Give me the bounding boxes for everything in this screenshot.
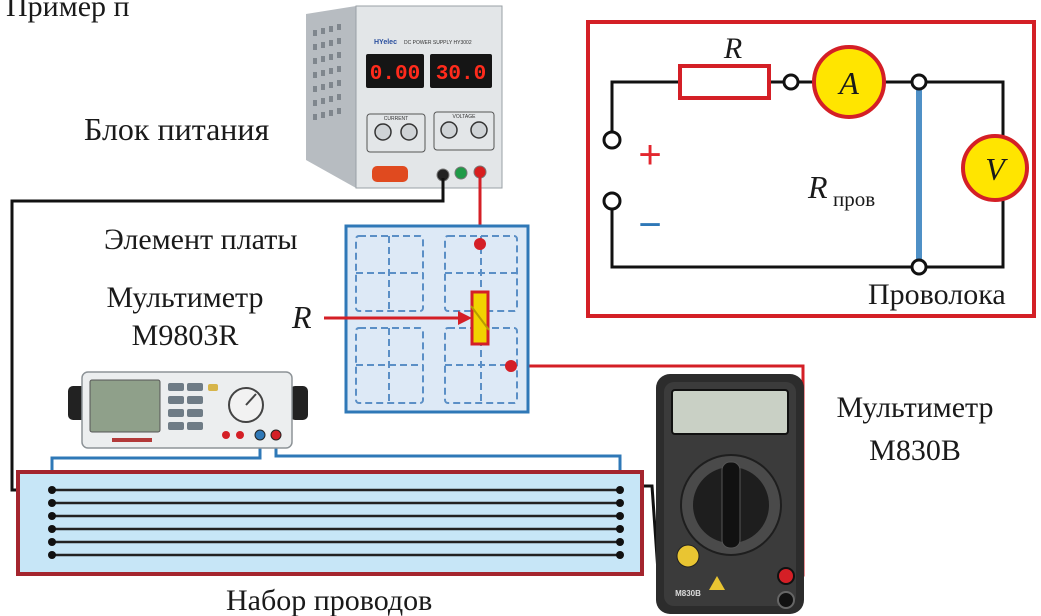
wire-caption: Проволока bbox=[868, 278, 1006, 311]
voltage-fine-knob[interactable] bbox=[470, 121, 488, 139]
m9803r-jack-3[interactable] bbox=[254, 429, 266, 441]
m830b-jack-black[interactable] bbox=[777, 591, 795, 609]
current-display-value: 0.00 bbox=[370, 63, 420, 86]
board-element bbox=[324, 224, 530, 414]
voltmeter-symbol bbox=[961, 134, 1029, 202]
wire-set-label: Набор проводов bbox=[226, 584, 432, 616]
ammeter-label: A bbox=[837, 65, 859, 101]
m830b-switch-grip bbox=[721, 461, 741, 549]
multimeter-m830b: M830B bbox=[656, 374, 804, 614]
m9803r-jack-1[interactable] bbox=[222, 431, 230, 439]
wire-set-terminals bbox=[48, 486, 624, 559]
board-element-label: Элемент платы bbox=[104, 223, 298, 256]
m9803r-label-line2: M9803R bbox=[132, 319, 239, 352]
current-display bbox=[366, 54, 424, 88]
m9803r-display bbox=[89, 379, 161, 433]
board-contact-bottom bbox=[505, 360, 517, 372]
current-fine-knob[interactable] bbox=[400, 123, 418, 141]
resistor-marker-label: R bbox=[291, 299, 312, 335]
plus-sign: + bbox=[638, 133, 661, 177]
m9803r-jack-4[interactable] bbox=[270, 429, 282, 441]
m9803r-keypad bbox=[168, 383, 218, 430]
minus-sign: − bbox=[638, 203, 661, 247]
m9803r-right-handle bbox=[290, 386, 308, 420]
m9803r-jack-2[interactable] bbox=[236, 431, 244, 439]
m830b-transistor-socket bbox=[676, 544, 700, 568]
schematic-resistor bbox=[678, 64, 771, 100]
current-panel bbox=[366, 113, 426, 153]
m9803r-label-line1: Мультиметр bbox=[106, 281, 263, 314]
voltage-panel bbox=[433, 111, 495, 151]
partial-heading: Пример п bbox=[6, 0, 130, 23]
wire-set bbox=[16, 470, 644, 576]
power-supply-front bbox=[355, 5, 503, 189]
m830b-label-line2: M830B bbox=[869, 434, 961, 467]
m830b-model-text: M830B bbox=[675, 589, 701, 598]
board-contact-top bbox=[474, 238, 486, 250]
voltage-display-value: 30.0 bbox=[436, 63, 486, 86]
schematic-wires bbox=[610, 80, 1005, 269]
m830b-display bbox=[671, 389, 789, 435]
board-resistor-stripe bbox=[470, 305, 490, 331]
power-supply-label: Блок питания bbox=[84, 111, 270, 147]
voltmeter-label: V bbox=[985, 151, 1008, 187]
voltage-display bbox=[430, 54, 492, 88]
schematic-resistor-label: R bbox=[723, 32, 742, 65]
current-panel-label: CURRENT bbox=[384, 116, 408, 122]
wire-set-wires bbox=[52, 488, 620, 557]
resistor-pointer-arrowhead bbox=[458, 311, 472, 325]
m830b-warning-icon bbox=[709, 576, 725, 590]
wire-resistance-label: R bbox=[807, 169, 828, 205]
power-supply-vents bbox=[313, 24, 341, 120]
supply-terminal-plus bbox=[602, 130, 622, 150]
power-supply-brand: HYelec bbox=[374, 39, 397, 46]
wire-resistance-subscript: пров bbox=[833, 187, 875, 211]
terminal-green[interactable] bbox=[454, 166, 468, 180]
m9803r-brand-strip bbox=[112, 438, 152, 442]
power-supply: HYelec DC POWER SUPPLY HY3002 0.00 30.0 … bbox=[306, 5, 503, 189]
m9803r-knob-pointer bbox=[245, 393, 257, 406]
wire-set-frame bbox=[16, 470, 644, 576]
ammeter-symbol bbox=[812, 45, 886, 119]
m830b-label-line1: Мультиметр bbox=[836, 391, 993, 424]
circuit-schematic: R A V + − R пров Проволока bbox=[586, 20, 1036, 318]
schematic-node-2 bbox=[910, 73, 928, 91]
supply-terminal-minus bbox=[602, 191, 622, 211]
power-switch[interactable] bbox=[372, 166, 408, 182]
m830b-jack-red[interactable] bbox=[777, 567, 795, 585]
multimeter-m9803r bbox=[68, 371, 308, 449]
voltage-panel-label: VOLTAGE bbox=[453, 114, 477, 120]
voltage-coarse-knob[interactable] bbox=[440, 121, 458, 139]
schematic-node-1 bbox=[782, 73, 800, 91]
current-coarse-knob[interactable] bbox=[374, 123, 392, 141]
schematic-node-3 bbox=[910, 258, 928, 276]
power-supply-model-caption: DC POWER SUPPLY HY3002 bbox=[404, 40, 472, 46]
